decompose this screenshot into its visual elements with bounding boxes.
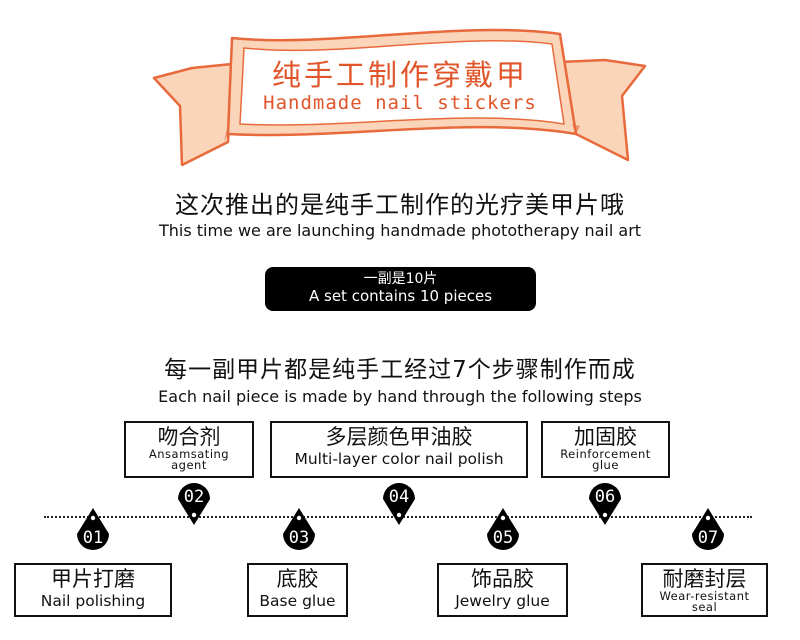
step-01-en: Nail polishing xyxy=(40,592,146,610)
set-badge-zh: 一副是10片 xyxy=(363,271,438,287)
step-box-05: 饰品胶 Jewelry glue xyxy=(437,563,568,617)
step-04-zh: 多层颜色甲油胶 xyxy=(325,425,473,449)
step-marker-01: 01 xyxy=(76,508,110,552)
step-05-zh: 饰品胶 xyxy=(471,567,534,591)
step-box-03: 底胶 Base glue xyxy=(247,563,348,617)
step-03-zh: 底胶 xyxy=(276,567,319,591)
step-02-zh: 吻合剂 xyxy=(157,425,221,449)
set-badge-en: A set contains 10 pieces xyxy=(308,287,493,305)
intro-headline: 这次推出的是纯手工制作的光疗美甲片哦 xyxy=(175,191,625,219)
step-marker-04: 04 xyxy=(382,481,416,525)
process-headline-en: Each nail piece is made by hand through … xyxy=(158,387,642,406)
step-marker-05: 05 xyxy=(486,508,520,552)
step-box-06: 加固胶 Reinforcement glue xyxy=(541,421,670,478)
set-badge: 一副是10片 A set contains 10 pieces xyxy=(265,267,536,311)
step-07-zh: 耐磨封层 xyxy=(662,567,747,591)
step-03-en: Base glue xyxy=(259,592,336,610)
step-07-number: 07 xyxy=(697,528,719,548)
step-box-02: 吻合剂 Ansamsating agent xyxy=(124,421,254,478)
process-headline: 每一副甲片都是纯手工经过7个步骤制作而成 xyxy=(164,357,636,383)
banner-title: 纯手工制作穿戴甲 xyxy=(271,58,528,92)
step-06-zh: 加固胶 xyxy=(574,425,637,449)
step-marker-06: 06 xyxy=(588,481,622,525)
step-03-number: 03 xyxy=(288,528,310,548)
step-marker-07: 07 xyxy=(691,508,725,552)
ribbon-banner xyxy=(152,28,647,167)
step-01-number: 01 xyxy=(82,528,104,548)
step-01-zh: 甲片打磨 xyxy=(51,567,135,591)
step-marker-03: 03 xyxy=(282,508,316,552)
step-02-en: Ansamsating agent xyxy=(148,447,230,472)
step-06-number: 06 xyxy=(594,487,616,507)
step-07-en: Wear-resistant seal xyxy=(659,589,750,614)
step-02-number: 02 xyxy=(183,487,205,507)
step-box-04: 多层颜色甲油胶 Multi-layer color nail polish xyxy=(270,421,528,478)
step-04-en: Multi-layer color nail polish xyxy=(294,450,504,468)
step-04-number: 04 xyxy=(388,487,410,507)
step-marker-02: 02 xyxy=(177,481,211,525)
step-box-07: 耐磨封层 Wear-resistant seal xyxy=(641,563,768,617)
banner-subtitle: Handmade nail stickers xyxy=(263,92,537,114)
step-box-01: 甲片打磨 Nail polishing xyxy=(14,563,172,617)
step-05-number: 05 xyxy=(492,528,514,548)
intro-headline-en: This time we are launching handmade phot… xyxy=(158,221,642,240)
step-06-en: Reinforcement glue xyxy=(560,447,651,472)
step-05-en: Jewelry glue xyxy=(455,592,550,610)
